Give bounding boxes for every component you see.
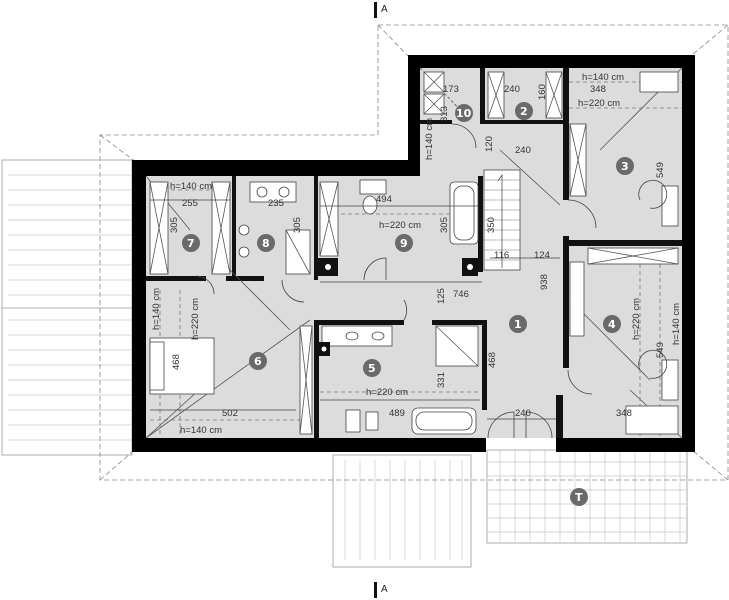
svg-text:489: 489 (389, 408, 405, 419)
svg-text:938: 938 (539, 274, 550, 290)
svg-text:255: 255 (182, 198, 198, 209)
svg-text:h=220 cm: h=220 cm (379, 220, 421, 231)
svg-text:3: 3 (621, 160, 629, 173)
svg-text:A: A (381, 584, 388, 595)
doors (195, 123, 668, 439)
room-badge-7: 7 (182, 234, 200, 252)
svg-text:549: 549 (655, 162, 666, 178)
svg-text:4: 4 (608, 318, 616, 331)
room-badge-6: 6 (249, 352, 267, 370)
svg-text:T: T (575, 491, 583, 504)
dimension-lines (150, 199, 560, 420)
interior-walls (146, 68, 682, 438)
svg-text:1: 1 (514, 318, 522, 331)
svg-text:h=140 cm: h=140 cm (170, 181, 212, 192)
svg-text:120: 120 (484, 136, 495, 152)
svg-text:6: 6 (254, 355, 262, 368)
svg-text:173: 173 (443, 84, 459, 95)
section-mark-bottom: A (374, 582, 388, 598)
svg-text:235: 235 (268, 198, 284, 209)
svg-text:494: 494 (376, 194, 392, 205)
svg-text:240: 240 (515, 408, 531, 419)
svg-text:350: 350 (486, 217, 497, 233)
bathroom-fixtures (238, 179, 479, 435)
svg-text:A: A (381, 4, 388, 15)
wardrobes (149, 71, 679, 435)
entrance-canopy (332, 454, 472, 568)
svg-text:h=220 cm: h=220 cm (578, 98, 620, 109)
room-badge-3: 3 (616, 157, 634, 175)
svg-text:124: 124 (534, 250, 550, 261)
svg-text:9: 9 (400, 237, 408, 250)
section-mark-top: A (374, 2, 388, 18)
svg-text:240: 240 (515, 145, 531, 156)
svg-text:h=140 cm: h=140 cm (671, 303, 682, 345)
room-badge-9: 9 (395, 234, 413, 252)
svg-text:h=140 cm: h=140 cm (180, 425, 222, 436)
svg-text:h=220 cm: h=220 cm (366, 387, 408, 398)
staircase (483, 169, 521, 271)
svg-text:305: 305 (292, 217, 303, 233)
svg-text:348: 348 (590, 84, 606, 95)
svg-text:2: 2 (520, 105, 528, 118)
dimension-labels: 173 313 240 160 348 120 240 549 255 235 … (169, 84, 666, 419)
svg-text:h=220 cm: h=220 cm (190, 298, 201, 340)
room-badge-8: 8 (257, 234, 275, 252)
svg-text:125: 125 (436, 288, 447, 304)
svg-text:305: 305 (439, 217, 450, 233)
outer-walls (132, 55, 695, 452)
svg-text:549: 549 (655, 342, 666, 358)
svg-text:h=220 cm: h=220 cm (631, 298, 642, 340)
left-terrace (1, 159, 133, 456)
svg-text:468: 468 (487, 352, 498, 368)
svg-text:10: 10 (456, 107, 472, 120)
room-badge-10: 10 (455, 104, 473, 122)
svg-text:5: 5 (368, 362, 376, 375)
room-badge-2: 2 (515, 102, 533, 120)
svg-text:348: 348 (616, 408, 632, 419)
svg-text:116: 116 (494, 250, 509, 261)
height-labels: h=140 cm h=220 cm h=140 cm h=220 cm h=22… (151, 72, 682, 436)
room-badge-5: 5 (363, 359, 381, 377)
svg-text:331: 331 (436, 372, 447, 388)
svg-text:240: 240 (504, 84, 520, 95)
svg-text:h=140 cm: h=140 cm (582, 72, 624, 83)
svg-text:160: 160 (537, 84, 548, 100)
svg-text:468: 468 (171, 354, 182, 370)
svg-text:8: 8 (262, 237, 270, 250)
svg-text:h=140 cm: h=140 cm (424, 118, 435, 160)
room-badge-4: 4 (603, 315, 621, 333)
svg-text:7: 7 (187, 237, 195, 250)
svg-text:305: 305 (169, 217, 180, 233)
svg-text:h=140 cm: h=140 cm (151, 288, 162, 330)
room-badge-t: T (570, 488, 588, 506)
svg-text:746: 746 (453, 289, 469, 300)
svg-text:313: 313 (439, 106, 450, 122)
room-badge-1: 1 (509, 315, 527, 333)
svg-text:502: 502 (222, 408, 238, 419)
